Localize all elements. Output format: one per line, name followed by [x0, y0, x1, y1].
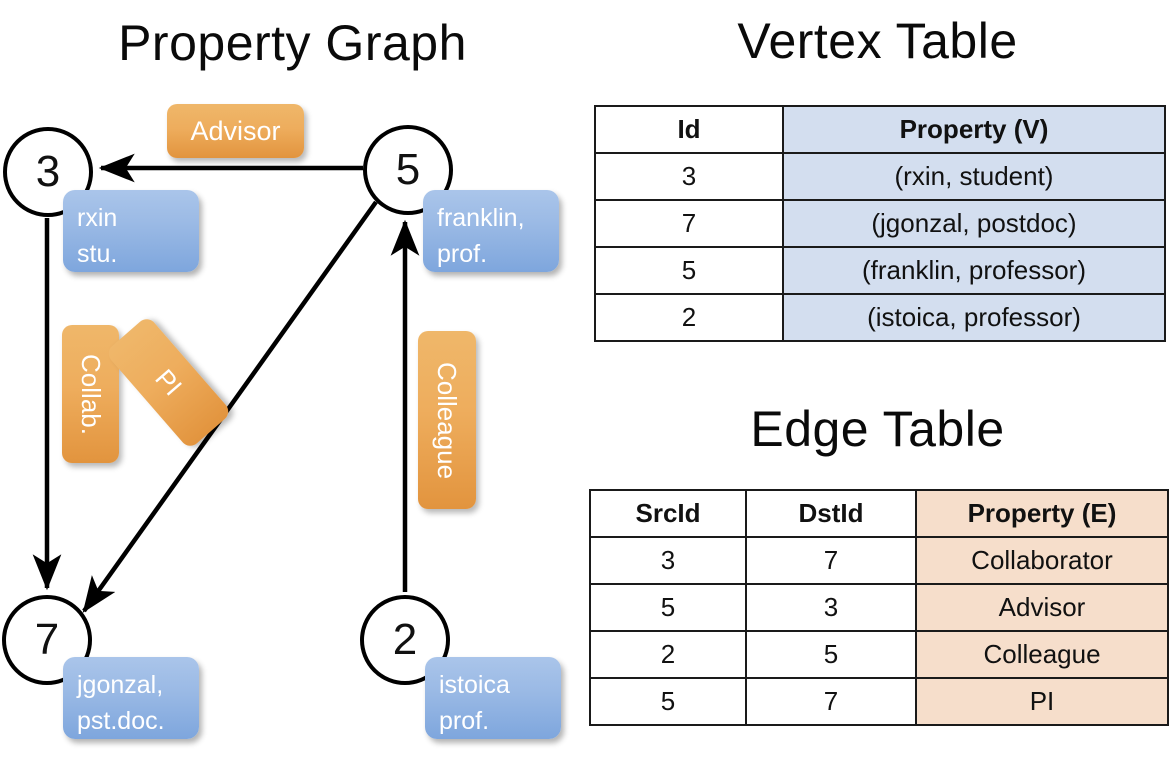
- edge-label-colleague: Colleague: [418, 331, 476, 509]
- column-header-property-v: Property (V): [782, 105, 1166, 154]
- cell-property: Colleague: [915, 630, 1169, 679]
- cell-property: Collaborator: [915, 536, 1169, 585]
- vertex-id-label: 2: [392, 615, 418, 664]
- edge-label-text: Colleague: [432, 361, 463, 479]
- cell-dstid: 5: [745, 630, 917, 679]
- table-row: 2 (istoica, professor): [594, 293, 1166, 342]
- cell-srcid: 2: [589, 630, 747, 679]
- cell-dstid: 7: [745, 536, 917, 585]
- vertex-property-box-franklin: franklin, prof.: [423, 190, 559, 272]
- property-graph-diagram: 3 5 7 2 rxin stu. franklin, prof. jgonza…: [2, 104, 561, 739]
- cell-id: 3: [594, 152, 784, 201]
- cell-property: (rxin, student): [782, 152, 1166, 201]
- column-header-property-e: Property (E): [915, 489, 1169, 538]
- table-row: 2 5 Colleague: [589, 630, 1169, 679]
- graph-edges-svg: [32, 153, 420, 613]
- cell-dstid: 3: [745, 583, 917, 632]
- cell-dstid: 7: [745, 677, 917, 726]
- vertex-table: Id Property (V) 3 (rxin, student) 7 (jgo…: [594, 105, 1166, 342]
- vertex-property-box-rxin: rxin stu.: [63, 190, 199, 272]
- vertex-id-label: 5: [395, 145, 421, 194]
- table-row: 7 (jgonzal, postdoc): [594, 199, 1166, 248]
- cell-property: (istoica, professor): [782, 293, 1166, 342]
- table-row: 5 3 Advisor: [589, 583, 1169, 632]
- edge-table: SrcId DstId Property (E) 3 7 Collaborato…: [589, 489, 1169, 726]
- column-header-id: Id: [594, 105, 784, 154]
- edge-5-to-7-pi: [82, 200, 378, 613]
- edge-label-text: Advisor: [190, 115, 281, 146]
- vertex-id-label: 3: [35, 147, 61, 196]
- cell-srcid: 5: [589, 583, 747, 632]
- page-title-property-graph: Property Graph: [118, 15, 467, 71]
- table-header-row: SrcId DstId Property (E): [589, 489, 1169, 538]
- column-header-dstid: DstId: [745, 489, 917, 538]
- edge-label-text: Collab.: [76, 353, 106, 435]
- vertex-property-box-jgonzal: jgonzal, pst.doc.: [63, 657, 199, 739]
- edge-label-text: PI: [149, 363, 189, 402]
- cell-id: 7: [594, 199, 784, 248]
- cell-property: PI: [915, 677, 1169, 726]
- cell-property: (jgonzal, postdoc): [782, 199, 1166, 248]
- table-row: 5 (franklin, professor): [594, 246, 1166, 295]
- cell-property: Advisor: [915, 583, 1169, 632]
- cell-srcid: 5: [589, 677, 747, 726]
- table-row: 5 7 PI: [589, 677, 1169, 726]
- vertex-id-label: 7: [34, 615, 60, 664]
- cell-property: (franklin, professor): [782, 246, 1166, 295]
- graph-vertex-5[interactable]: 5: [363, 125, 453, 215]
- page-title-edge-table: Edge Table: [750, 401, 1005, 457]
- table-row: 3 7 Collaborator: [589, 536, 1169, 585]
- graph-vertex-2[interactable]: 2: [360, 595, 450, 685]
- cell-id: 5: [594, 246, 784, 295]
- table-row: 3 (rxin, student): [594, 152, 1166, 201]
- vertex-property-box-istoica: istoica prof.: [425, 657, 561, 739]
- table-header-row: Id Property (V): [594, 105, 1166, 154]
- edge-label-advisor: Advisor: [167, 104, 304, 158]
- column-header-srcid: SrcId: [589, 489, 747, 538]
- cell-id: 2: [594, 293, 784, 342]
- page-title-vertex-table: Vertex Table: [737, 13, 1018, 69]
- cell-srcid: 3: [589, 536, 747, 585]
